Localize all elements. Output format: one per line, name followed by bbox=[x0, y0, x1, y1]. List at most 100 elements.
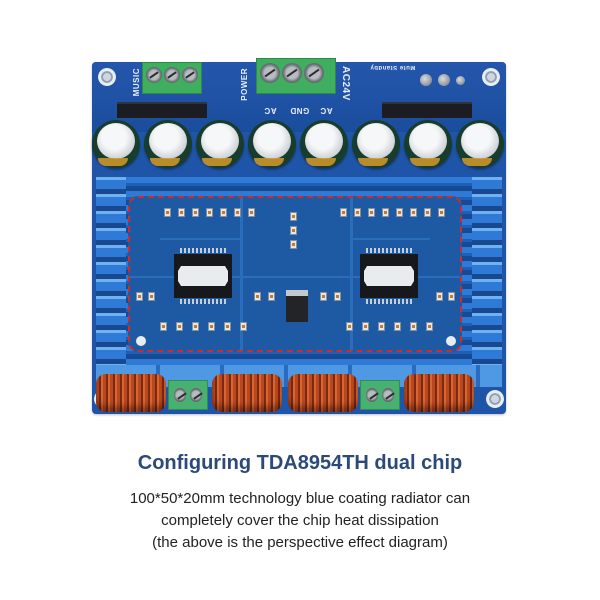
smd-resistor bbox=[234, 208, 241, 217]
trace bbox=[350, 238, 430, 240]
chip-pins bbox=[180, 299, 226, 304]
smd-resistor bbox=[394, 322, 401, 331]
smd-resistor bbox=[436, 292, 443, 301]
smd-resistor bbox=[220, 208, 227, 217]
smd-resistor bbox=[410, 208, 417, 217]
smd-resistor bbox=[362, 322, 369, 331]
smd-resistor bbox=[290, 212, 297, 221]
smd-resistor bbox=[148, 292, 155, 301]
smd-resistor bbox=[248, 208, 255, 217]
screw-icon bbox=[190, 388, 202, 402]
smd-resistor bbox=[290, 226, 297, 235]
smd-resistor bbox=[424, 208, 431, 217]
output-section bbox=[92, 374, 506, 414]
small-capacitor bbox=[438, 74, 450, 86]
caption-description: 100*50*20mm technology blue coating radi… bbox=[0, 488, 600, 554]
trace bbox=[350, 198, 353, 350]
smd-resistor bbox=[164, 208, 171, 217]
caption-line-2: completely cover the chip heat dissipati… bbox=[161, 512, 439, 529]
smd-resistor bbox=[208, 322, 215, 331]
screw-icon bbox=[260, 63, 280, 83]
capacitor bbox=[456, 120, 504, 168]
mute-standby-label: Mute Standby bbox=[370, 64, 416, 70]
smd-resistor bbox=[320, 292, 327, 301]
terminal-pin-gnd: GND bbox=[290, 106, 310, 115]
smd-resistor bbox=[136, 292, 143, 301]
small-capacitor bbox=[420, 74, 432, 86]
smd-resistor bbox=[178, 208, 185, 217]
smd-resistor bbox=[160, 322, 167, 331]
power-label: POWER bbox=[240, 68, 249, 101]
toroidal-inductor bbox=[404, 374, 474, 412]
smd-resistor bbox=[396, 208, 403, 217]
smd-resistor bbox=[382, 208, 389, 217]
chip-area-highlight bbox=[128, 196, 462, 352]
smd-resistor bbox=[290, 240, 297, 249]
trace bbox=[130, 276, 460, 278]
screw-icon bbox=[182, 67, 198, 83]
terminal-pin-ac-2: AC bbox=[320, 106, 333, 115]
toroidal-inductor bbox=[212, 374, 282, 412]
voltage-label: AC24V bbox=[340, 66, 351, 101]
led bbox=[456, 76, 465, 85]
caption-title: Configuring TDA8954TH dual chip bbox=[137, 452, 463, 474]
smd-resistor bbox=[426, 322, 433, 331]
smd-resistor bbox=[334, 292, 341, 301]
smd-resistor bbox=[346, 322, 353, 331]
smd-resistor bbox=[254, 292, 261, 301]
amplifier-board: MUSIC POWER AC24V AC GND AC Mute Standby bbox=[92, 58, 506, 414]
smd-resistor bbox=[240, 322, 247, 331]
capacitor bbox=[404, 120, 452, 168]
mount-pad bbox=[136, 336, 146, 346]
chip-pins bbox=[366, 299, 412, 304]
smd-resistor bbox=[206, 208, 213, 217]
heatsink-fins-left bbox=[96, 177, 126, 387]
pin-header-left bbox=[117, 102, 207, 118]
chip-pins bbox=[366, 248, 412, 253]
smd-resistor bbox=[354, 208, 361, 217]
smd-resistor bbox=[438, 208, 445, 217]
trace bbox=[240, 198, 243, 350]
smd-resistor bbox=[448, 292, 455, 301]
power-terminal bbox=[256, 58, 336, 94]
mount-hole-top-right bbox=[482, 68, 500, 86]
capacitor-row bbox=[92, 120, 506, 180]
screw-icon bbox=[366, 388, 378, 402]
smd-resistor bbox=[268, 292, 275, 301]
screw-icon bbox=[382, 388, 394, 402]
capacitor bbox=[352, 120, 400, 168]
mount-pad bbox=[446, 336, 456, 346]
mount-hole-bottom-right bbox=[486, 390, 504, 408]
pin-header-right bbox=[382, 102, 472, 118]
trace bbox=[160, 238, 240, 240]
tda8954th-chip-left bbox=[174, 248, 232, 304]
tda8954th-chip-right bbox=[360, 248, 418, 304]
capacitor bbox=[144, 120, 192, 168]
smd-resistor bbox=[176, 322, 183, 331]
output-terminal-left bbox=[168, 380, 208, 410]
screw-icon bbox=[282, 63, 302, 83]
caption-line-3: (the above is the perspective effect dia… bbox=[152, 534, 448, 551]
smd-resistor bbox=[378, 322, 385, 331]
chip-pins bbox=[180, 248, 226, 253]
heatsink-fins-right bbox=[472, 177, 502, 387]
smd-resistor bbox=[410, 322, 417, 331]
capacitor bbox=[196, 120, 244, 168]
smd-resistor bbox=[368, 208, 375, 217]
voltage-regulator bbox=[286, 290, 308, 322]
toroidal-inductor bbox=[96, 374, 166, 412]
screw-icon bbox=[146, 67, 162, 83]
screw-icon bbox=[164, 67, 180, 83]
smd-resistor bbox=[224, 322, 231, 331]
caption-line-1: 100*50*20mm technology blue coating radi… bbox=[129, 490, 471, 507]
smd-resistor bbox=[192, 322, 199, 331]
smd-resistor bbox=[340, 208, 347, 217]
screw-icon bbox=[174, 388, 186, 402]
capacitor bbox=[92, 120, 140, 168]
capacitor bbox=[300, 120, 348, 168]
smd-resistor bbox=[192, 208, 199, 217]
terminal-pin-ac-1: AC bbox=[264, 106, 277, 115]
music-input-terminal bbox=[142, 62, 202, 94]
toroidal-inductor bbox=[288, 374, 358, 412]
